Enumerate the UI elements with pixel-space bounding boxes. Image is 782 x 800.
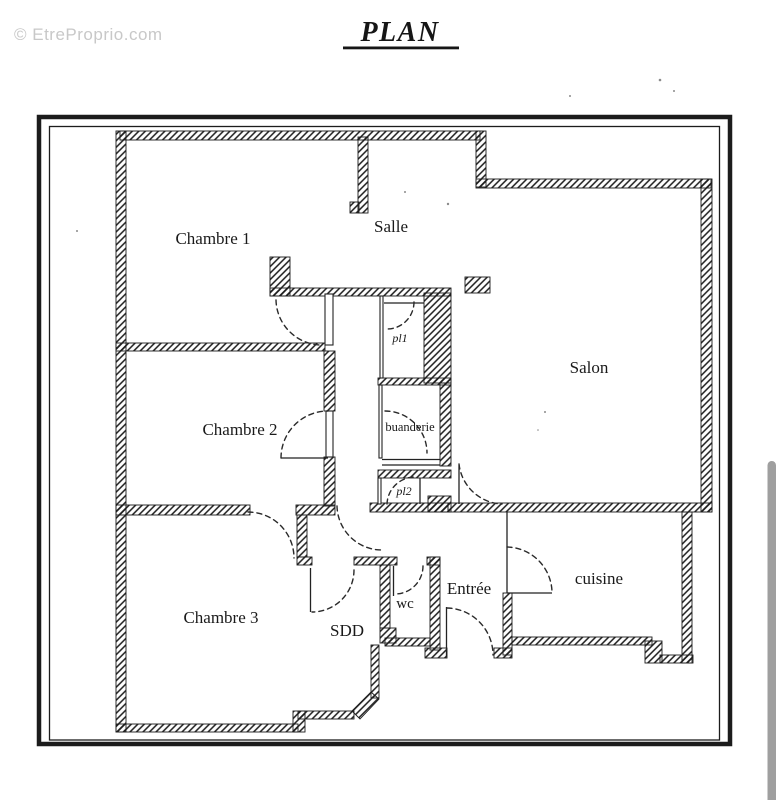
wall-segment (115, 723, 299, 733)
wall-segment (475, 178, 712, 189)
wall-segment (323, 456, 336, 507)
scrollbar-thumb[interactable] (767, 461, 777, 800)
wall-segment (424, 647, 448, 659)
door-jamb (324, 293, 334, 346)
wall-segment (115, 130, 127, 733)
wall-segment (296, 556, 313, 566)
door-swing-arc (336, 505, 382, 551)
wall-segment (115, 342, 326, 352)
wall-segment (115, 504, 251, 516)
wall-segment (384, 637, 431, 647)
wall-segment (493, 647, 513, 659)
plan-outer-border (36, 114, 733, 747)
title-underline (343, 46, 459, 50)
page-title-text: PLAN (359, 17, 439, 48)
door-swing-arc (394, 565, 424, 595)
room-label-chambre3: Chambre 3 (183, 608, 258, 627)
ink-speck (658, 78, 662, 82)
wall-segment (447, 502, 713, 513)
wall-segment (659, 654, 694, 664)
room-label-cuisine: cuisine (575, 569, 623, 588)
plan-inner-border (48, 125, 721, 741)
door-jamb (379, 295, 384, 379)
wall-segment (377, 469, 452, 479)
closet-shelf-lines (382, 302, 440, 466)
wall-segment (511, 636, 653, 646)
wall-segment (323, 350, 336, 412)
door-swing-arc (386, 476, 416, 505)
wall-segment (357, 136, 369, 214)
door-swing-arc (446, 607, 494, 656)
door-swing-arc (384, 410, 428, 454)
door-swing-arc (506, 546, 553, 594)
wall-segment (502, 592, 513, 656)
ink-speck (537, 429, 539, 431)
ink-speck (76, 230, 78, 232)
wall-segment (370, 644, 380, 699)
door-swing-arc (386, 301, 415, 330)
ink-speck (569, 95, 571, 97)
door-jamb (325, 410, 334, 458)
wall-segment (700, 178, 713, 513)
ink-speck (404, 191, 406, 193)
door-swing-arc (247, 511, 295, 559)
room-label-pl2: pl2 (395, 484, 411, 498)
wall-segment (439, 382, 452, 467)
room-label-wc: wc (396, 596, 414, 612)
wall-segment (349, 201, 360, 214)
wall-segment (644, 640, 663, 664)
wall-segment (429, 556, 441, 651)
ink-speck (544, 411, 546, 413)
room-label-pl1: pl1 (391, 331, 407, 345)
scan-specks (76, 78, 675, 431)
wall-segment (292, 710, 306, 733)
wall-segment (297, 710, 355, 720)
ink-speck (673, 90, 675, 92)
wall-segment (464, 276, 491, 294)
wall-segment (296, 514, 308, 558)
wall-segment (119, 130, 481, 141)
door-swing-arc (458, 463, 503, 505)
door-swing-arc (275, 299, 323, 346)
door-swing-arcs (247, 299, 553, 656)
room-label-entree: Entrée (447, 579, 491, 598)
wall-segment-chamfer (351, 691, 380, 720)
wall-segment (681, 511, 693, 664)
room-label-chambre2: Chambre 2 (202, 420, 277, 439)
room-label-sdd: SDD (330, 621, 364, 640)
page-title: PLAN (343, 17, 459, 50)
door-swing-arc (311, 569, 355, 613)
door-swing-arc (280, 410, 329, 459)
door-jamb (378, 384, 383, 459)
ink-speck (446, 202, 450, 206)
watermark: © EtreProprio.com (14, 25, 163, 44)
wall-segment (369, 502, 449, 513)
door-jamb (377, 477, 382, 505)
room-label-buanderie: buanderie (385, 420, 435, 434)
wall-segment (423, 292, 452, 384)
room-labels: Chambre 1 Salle Salon Chambre 2 pl1 buan… (175, 217, 623, 640)
room-label-salle: Salle (374, 217, 408, 236)
wall-segment (295, 504, 336, 516)
room-label-chambre1: Chambre 1 (175, 229, 250, 248)
door-leaves (281, 457, 552, 656)
wall-segment (377, 377, 452, 386)
wall-segment (269, 287, 452, 297)
wall-segment (379, 564, 391, 629)
door-jambs (324, 293, 384, 505)
wall-segment (353, 556, 398, 566)
room-label-salon: Salon (570, 358, 609, 377)
walls (115, 130, 713, 733)
